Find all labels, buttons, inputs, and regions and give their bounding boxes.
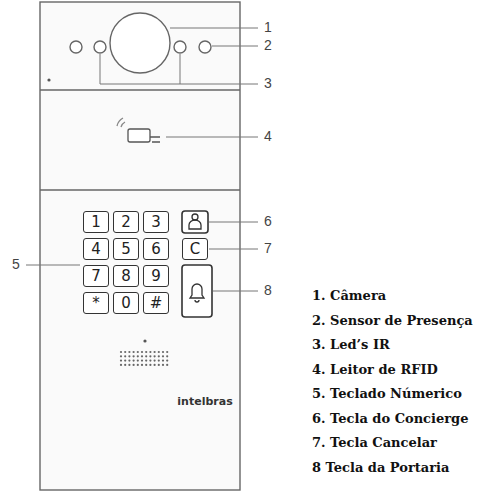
key-label: 0 <box>121 296 131 311</box>
ir-led <box>174 41 186 53</box>
legend-text: 7. Tecla Cancelar <box>312 436 437 450</box>
key-label: 2 <box>121 215 131 230</box>
key-label: 9 <box>151 269 161 284</box>
key-label: # <box>150 296 163 311</box>
keypad-key: 5 <box>113 238 139 260</box>
callout-number: 4 <box>264 129 272 144</box>
legend-text: 8 Tecla da Portaria <box>312 460 449 474</box>
keypad-key: 4 <box>83 238 109 260</box>
brand-logo: intelbras <box>177 396 232 408</box>
key-label: 4 <box>91 242 101 257</box>
key-label: 8 <box>121 269 131 284</box>
keypad-key: 2 <box>113 211 139 233</box>
callout-number: 1 <box>264 20 272 35</box>
key-label: 3 <box>151 215 161 230</box>
key-label: 7 <box>91 269 101 284</box>
presence-sensor <box>70 41 82 53</box>
key-label: 5 <box>121 242 131 257</box>
keypad-key: 7 <box>83 265 109 287</box>
ir-led <box>94 41 106 53</box>
camera-lens <box>110 13 170 73</box>
callout-number: 7 <box>264 241 272 256</box>
microphone-hole <box>143 339 146 342</box>
rfid-icon <box>117 118 160 142</box>
callout-number: 3 <box>264 76 272 91</box>
legend-text: 3. Led’s IR <box>312 338 390 352</box>
keypad-key: 6 <box>143 238 169 260</box>
bell-icon <box>190 284 204 302</box>
keypad-key: 0 <box>113 292 139 314</box>
keypad-key: 3 <box>143 211 169 233</box>
key-label: C <box>190 242 200 257</box>
panel-divider <box>40 189 240 190</box>
keypad-key: 8 <box>113 265 139 287</box>
key-label: * <box>92 296 100 311</box>
keypad-key: # <box>143 292 169 314</box>
concierge-key <box>182 211 208 233</box>
key-label: 6 <box>151 242 161 257</box>
key-label: 1 <box>91 215 101 230</box>
presence-sensor <box>199 41 211 53</box>
panel-divider <box>40 89 240 90</box>
callout-number: 6 <box>264 214 272 229</box>
keypad-key: 9 <box>143 265 169 287</box>
keypad-key: * <box>83 292 109 314</box>
legend-text: 5. Teclado Númerico <box>312 387 462 401</box>
legend-text: 1. Câmera <box>312 289 386 303</box>
indicator-dot <box>47 78 50 81</box>
callout-number: 8 <box>264 283 272 298</box>
callout-number: 2 <box>264 38 272 53</box>
concierge-icon <box>189 214 201 229</box>
speaker-grille <box>120 351 168 366</box>
doorman-key <box>182 265 212 317</box>
device-housing <box>40 2 240 490</box>
keypad-key: 1 <box>83 211 109 233</box>
callout-number: 5 <box>12 257 20 272</box>
keypad-key: C <box>182 238 208 260</box>
legend-text: 6. Tecla do Concierge <box>312 411 468 425</box>
leader-lines <box>26 28 258 291</box>
legend-text: 2. Sensor de Presença <box>312 313 473 327</box>
legend-text: 4. Leitor de RFID <box>312 362 438 376</box>
